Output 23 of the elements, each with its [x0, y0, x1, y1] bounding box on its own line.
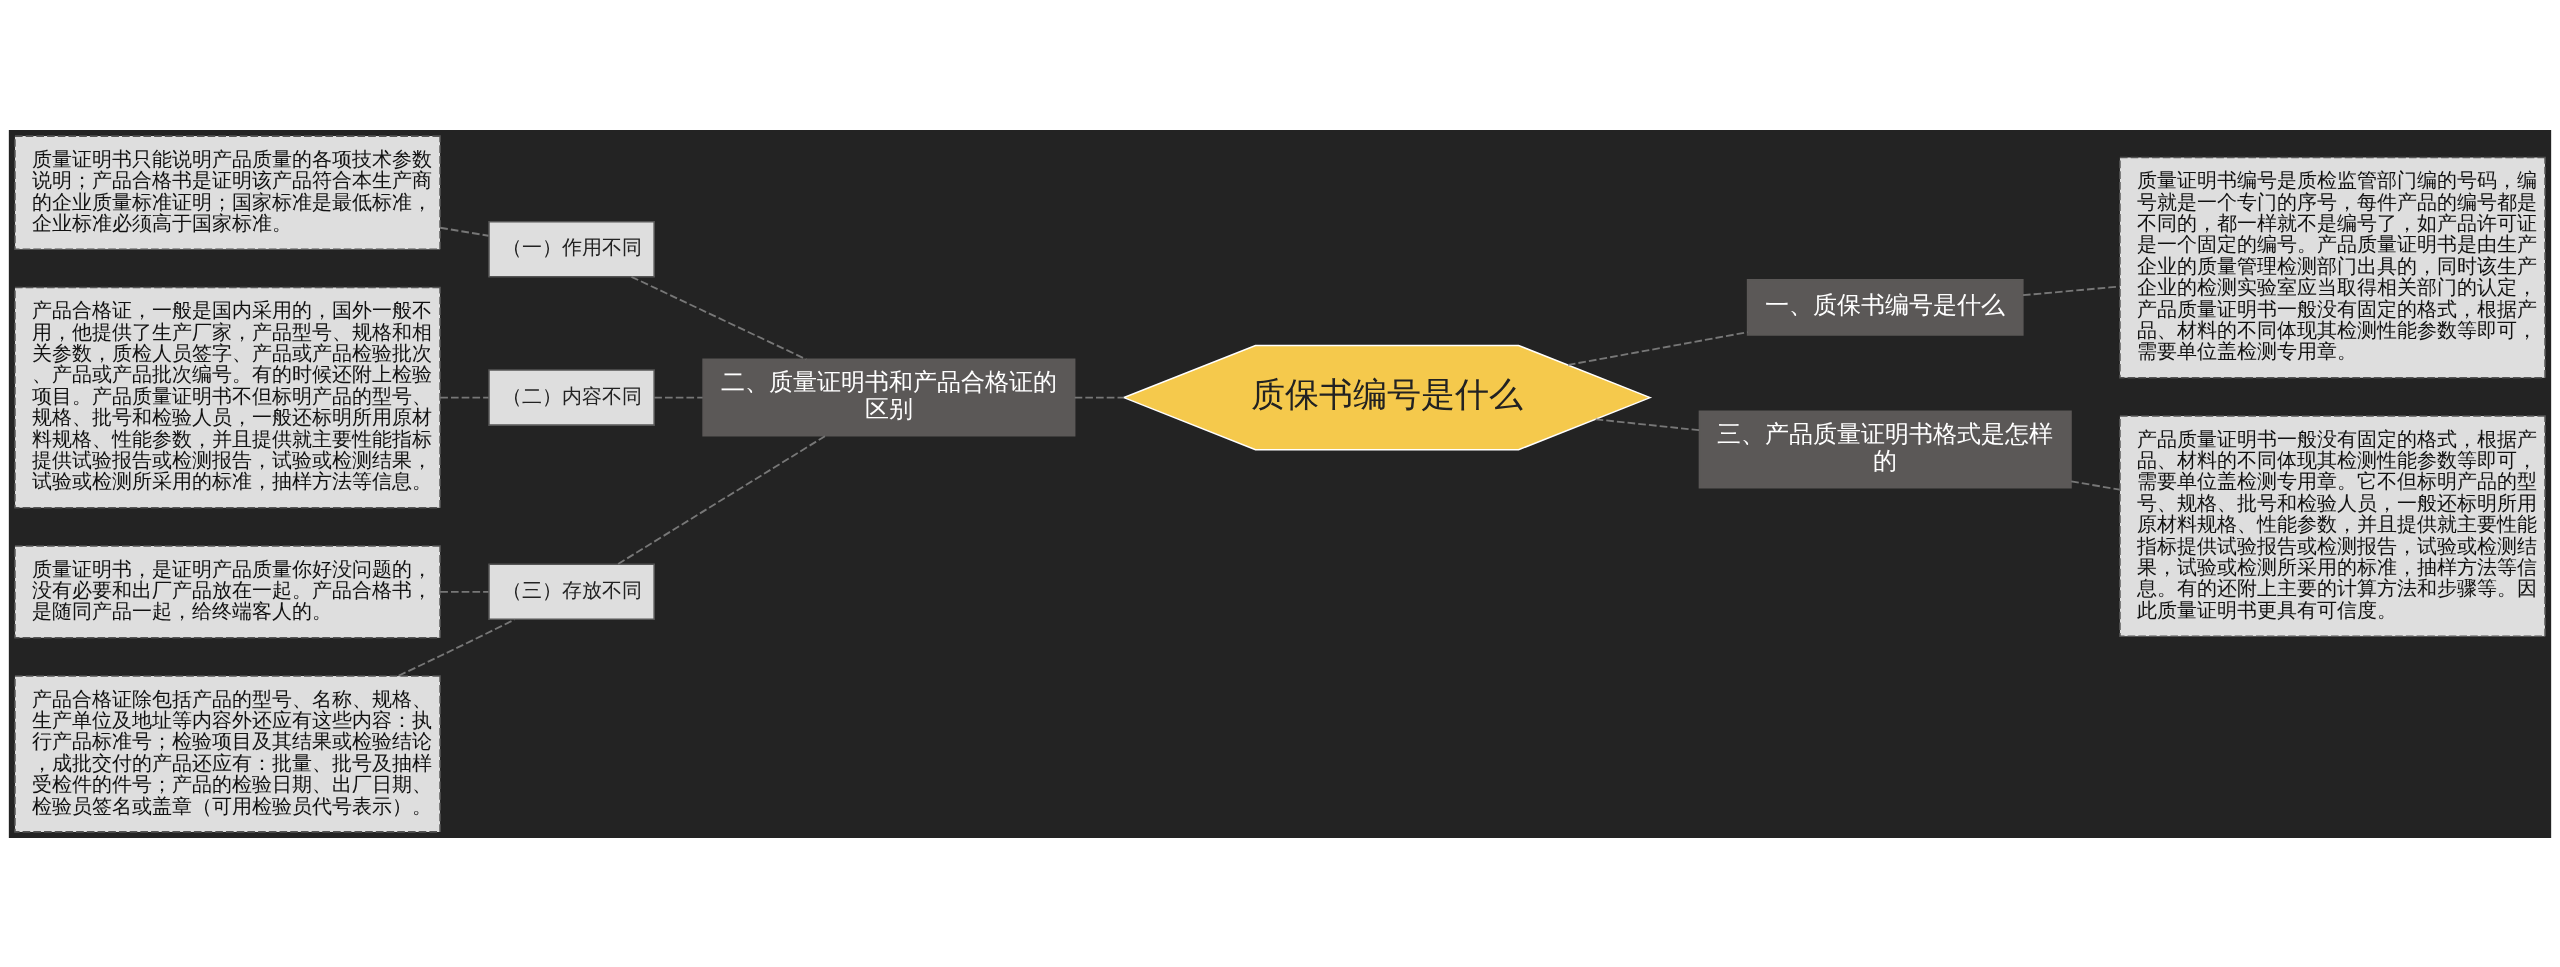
node-box: 产品质量证明书一般没有固定的格式，根据产品、材料的不同体现其检测性能参数等即可，需要单位盖检测专用章。它不但标明产品的型号、规格、批号和检验人员，一般还标明所用原材料规格、性能参数，并且提供就主要性能指标提供试验报告或检测报告，试验或检测结果，试验或检测所采用的标准，抽样方法等信息。有的还附上主要的计算方法和步骤等。因此质量证明书更具有可信度。 [2119, 414, 2546, 637]
connector [2070, 479, 2121, 491]
connector [439, 396, 490, 398]
node-box: 质量证明书，是证明产品质量你好没问题的，没有必要和出厂产品放在一起。产品合格书，是随同产品一起，给终端客人的。 [14, 544, 441, 638]
node-box: （一）作用不同 [488, 220, 655, 278]
connector [2022, 285, 2121, 296]
connector [1594, 417, 1700, 431]
node-box: （三）存放不同 [488, 563, 655, 620]
node-box: 一、质保书编号是什么 [1746, 278, 2024, 336]
node-box: 质量证明书编号是质检监管部门编的号码，编号就是一个专门的序号，每件产品的编号都是不同的，都一样就不是编号了，如产品许可证是一个固定的编号。产品质量证明书是由生产企业的质量管理检测部门出具的，同时该生产企业的检测实验室应当取得相关部门的认定，产品质量证明书一般没有固定的格式，根据产品、材料的不同体现其检测性能参数等即可，需要单位盖检测专用章。 [2119, 156, 2546, 378]
node-box: 三、产品质量证明书格式是怎样的 [1698, 410, 2072, 489]
connector [653, 396, 704, 398]
connector [630, 275, 808, 360]
node-box: 质量证明书只能说明产品质量的各项技术参数说明；产品合格书是证明该产品符合本生产商的企业质量标准证明；国家标准是最低标准，企业标准必须高于国家标准。 [14, 134, 441, 250]
node-box: （二）内容不同 [488, 368, 655, 426]
connector [1073, 396, 1125, 398]
node-box: 产品合格证除包括产品的型号、名称、规格、生产单位及地址等内容外还应有这些内容：执行产品标准号；检验项目及其结果或检验结论，成批交付的产品还应有：批量、批号及抽样受检件的件号；产品的检验日期、出厂日期、检验员签名或盖章（可用检验员代号表示）。 [14, 674, 441, 833]
connector [617, 434, 826, 565]
connector [439, 590, 490, 593]
connector [439, 226, 490, 237]
connector [1567, 330, 1749, 366]
node-box: 产品合格证，一般是国内采用的，国外一般不用，他提供了生产厂家，产品型号、规格和相关参数，质检人员签字、产品或产品检验批次、产品或产品批次编号。有的时候还附上检验项目。产品质量证明书不但标明产品的型号、规格、批号和检验人员，一般还标明所用原材料规格、性能参数，并且提供就主要性能指标提供试验报告或检测报告，试验或检测结果，试验或检测所采用的标准，抽样方法等信息。 [14, 286, 441, 508]
node-box: 二、质量证明书和产品合格证的区别 [702, 358, 1076, 437]
